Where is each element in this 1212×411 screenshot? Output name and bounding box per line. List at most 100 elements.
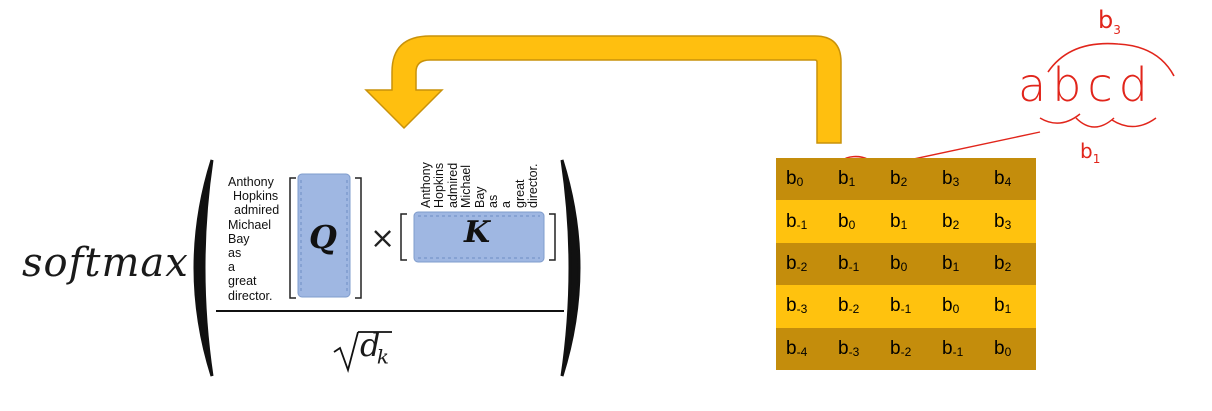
left-parenthesis bbox=[193, 159, 214, 377]
matrix-cell-symbol: b bbox=[994, 295, 1005, 317]
handwritten-letters: abcd bbox=[1018, 58, 1154, 112]
hw-b3-sub: 3 bbox=[1113, 22, 1121, 37]
matrix-cell: b-2 bbox=[776, 242, 828, 286]
matrix-cell-offset: -1 bbox=[900, 302, 912, 317]
matrix-cell-symbol: b bbox=[890, 168, 901, 190]
brace-cd bbox=[1111, 117, 1157, 128]
matrix-cell-symbol: b bbox=[890, 337, 901, 359]
brace-ab bbox=[1039, 113, 1081, 124]
matrix-cell: b-3 bbox=[776, 285, 828, 328]
key-token: director. bbox=[526, 163, 541, 208]
matrix-cell-offset: -3 bbox=[796, 302, 808, 317]
matrix-cell-symbol: b bbox=[838, 168, 849, 190]
matrix-cell: b-4 bbox=[776, 327, 828, 370]
matrix-cell-symbol: b bbox=[942, 337, 953, 359]
multiply-symbol: × bbox=[370, 221, 396, 256]
matrix-cell-offset: 3 bbox=[1004, 217, 1012, 232]
hw-b3-base: b bbox=[1098, 6, 1114, 34]
matrix-cell: b-3 bbox=[828, 327, 880, 370]
matrix-cell-symbol: b bbox=[994, 252, 1005, 274]
matrix-cell-offset: -1 bbox=[848, 259, 860, 274]
matrix-cell-symbol: b bbox=[994, 168, 1005, 190]
matrix-cell-symbol: b bbox=[838, 337, 849, 359]
matrix-cell-symbol: b bbox=[786, 168, 797, 190]
matrix-cell-offset: 2 bbox=[1004, 259, 1012, 274]
matrix-cell-symbol: b bbox=[838, 252, 849, 274]
key-token: a bbox=[499, 201, 514, 208]
handwritten-label-b3: b3 bbox=[1098, 6, 1121, 37]
query-token: admired bbox=[234, 203, 280, 218]
matrix-cell-symbol: b bbox=[786, 210, 797, 232]
k-left-bracket bbox=[400, 213, 407, 261]
query-token: a bbox=[228, 260, 235, 275]
right-parenthesis bbox=[560, 159, 581, 377]
matrix-cell-symbol: b bbox=[994, 337, 1005, 359]
hw-b1-sub: 1 bbox=[1092, 152, 1101, 166]
sqrt-sign bbox=[333, 331, 359, 374]
matrix-cell: b-1 bbox=[828, 242, 880, 286]
matrix-cell-symbol: b bbox=[786, 337, 797, 359]
matrix-cell-symbol: b bbox=[838, 295, 849, 317]
query-token: great bbox=[228, 274, 257, 289]
matrix-cell-symbol: b bbox=[942, 295, 953, 317]
sqrt-dk: √dk bbox=[336, 326, 389, 368]
matrix-cell-offset: -2 bbox=[848, 302, 860, 317]
matrix-cell-offset: 4 bbox=[1004, 175, 1012, 190]
dk-subscript: k bbox=[376, 344, 389, 369]
matrix-cell: b-2 bbox=[828, 285, 880, 328]
query-matrix-box bbox=[297, 173, 351, 298]
matrix-cell-symbol: b bbox=[786, 295, 797, 317]
key-token: as bbox=[486, 194, 501, 208]
key-matrix-box bbox=[413, 211, 545, 263]
matrix-cell-offset: -1 bbox=[796, 217, 808, 232]
key-token: admired bbox=[445, 162, 460, 208]
softmax-label: softmax bbox=[22, 240, 189, 286]
matrix-cell-offset: 0 bbox=[1004, 344, 1012, 359]
matrix-cell: b-1 bbox=[776, 200, 828, 243]
matrix-cell-symbol: b bbox=[890, 252, 901, 274]
matrix-cell-offset: -3 bbox=[848, 344, 860, 359]
k-right-bracket bbox=[549, 213, 556, 261]
brace-bc bbox=[1075, 117, 1115, 128]
matrix-cell-offset: 2 bbox=[900, 175, 908, 190]
query-token: director. bbox=[228, 288, 273, 303]
matrix-cell-offset: -1 bbox=[952, 344, 964, 359]
query-token: Michael bbox=[228, 217, 272, 232]
query-symbol: Q bbox=[309, 218, 337, 256]
matrix-cell-symbol: b bbox=[942, 210, 953, 232]
key-token: Anthony bbox=[419, 162, 433, 208]
matrix-cell-offset: 0 bbox=[900, 259, 908, 274]
matrix-cell-offset: -2 bbox=[900, 344, 912, 359]
key-token: Hopkins bbox=[432, 162, 447, 208]
key-token: Michael bbox=[459, 164, 474, 208]
query-token: Bay bbox=[228, 231, 250, 246]
query-token: Anthony bbox=[228, 175, 274, 189]
key-symbol: K bbox=[464, 215, 491, 250]
handwritten-label-b1: b1 bbox=[1080, 139, 1100, 166]
matrix-cell-offset: 3 bbox=[952, 175, 960, 190]
matrix-cell: b-1 bbox=[880, 285, 932, 328]
query-token: as bbox=[228, 246, 242, 261]
key-token: Bay bbox=[472, 186, 487, 208]
matrix-cell-symbol: b bbox=[786, 252, 797, 274]
matrix-cell-offset: 0 bbox=[848, 217, 856, 232]
matrix-cell-offset: -4 bbox=[796, 344, 808, 359]
q-right-bracket bbox=[355, 177, 362, 299]
matrix-cell-symbol: b bbox=[890, 210, 901, 232]
